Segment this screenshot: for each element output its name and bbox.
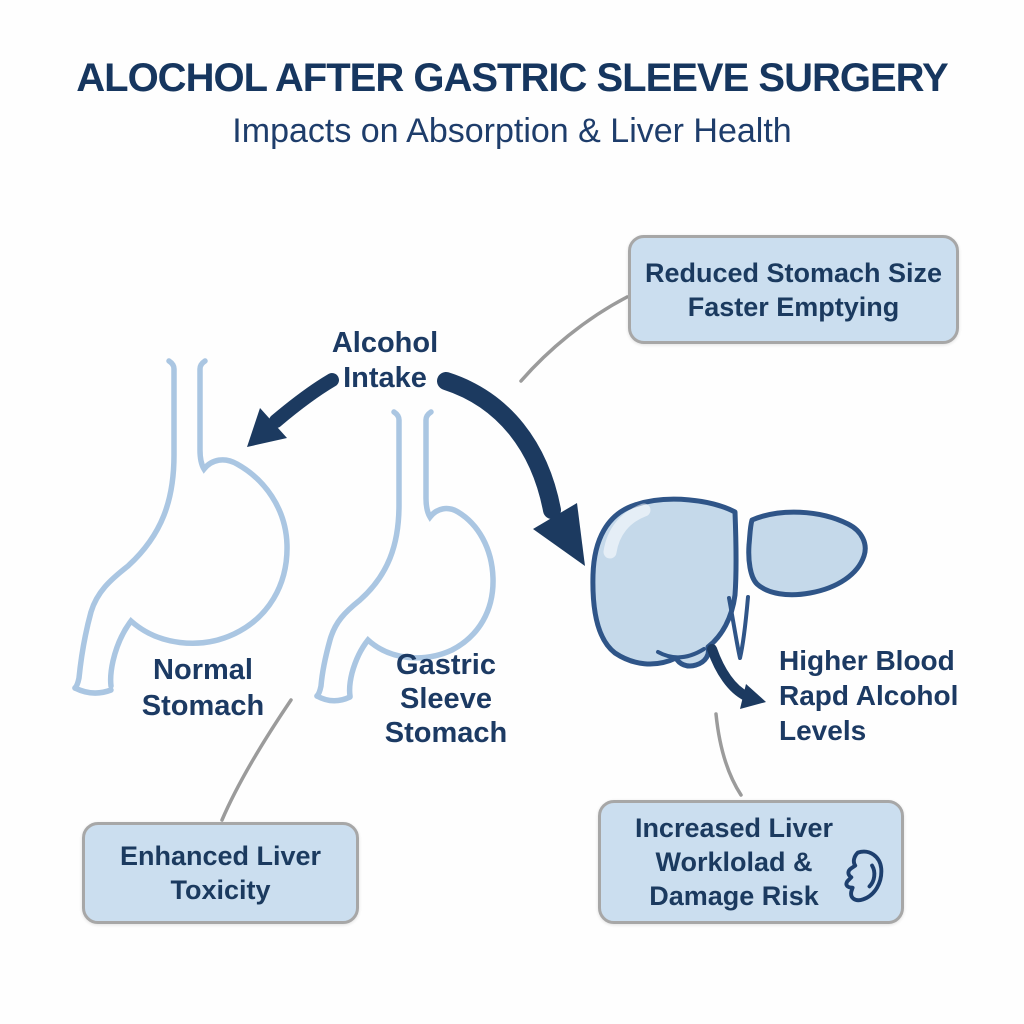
callout-enhanced-toxicity-text: Enhanced Liver Toxicity (119, 841, 322, 905)
normal-stomach-label: Normal Stomach (141, 654, 265, 722)
arrow-to-normal-stomach (269, 373, 339, 428)
connector-to-enhanced-box (220, 698, 293, 822)
liver-right-lobe (746, 509, 868, 598)
higher-blood-levels-label: Higher Blood Rapd Alcohol Levels (779, 645, 959, 746)
sleeve-stomach-illustration (314, 409, 496, 704)
normal-stomach-left-contour (72, 358, 177, 691)
liver-icon-outline (844, 849, 884, 903)
sleeve-stomach-right-contour (346, 409, 496, 699)
liver-icon-inner-line (867, 863, 877, 889)
liver-highlight (603, 503, 651, 559)
liver-vessel (727, 595, 750, 660)
normal-stomach-illustration (72, 358, 290, 696)
normal-stomach-duodenum-cap (72, 685, 114, 696)
alcohol-intake-label: Alcohol Intake (331, 327, 439, 394)
connector-to-increased-box (714, 712, 743, 797)
liver-icon (844, 849, 884, 903)
liver-gallbladder-line (656, 647, 706, 660)
gastric-sleeve-stomach-label: Gastric Sleeve Stomach (384, 649, 508, 749)
arrow-to-liver (437, 372, 561, 519)
arrow-to-normal-stomach-head (247, 408, 287, 447)
page-subtitle: Impacts on Absorption & Liver Health (232, 112, 792, 150)
callout-reduced-stomach-text: Reduced Stomach Size Faster Emptying (644, 257, 943, 322)
callout-increased-liver-text: Increased Liver Worklolad & Damage Risk (634, 813, 834, 911)
arrow-to-liver-head (533, 503, 585, 566)
callout-increased-liver: Increased Liver Worklolad & Damage Risk (598, 800, 904, 924)
connector-lines (220, 295, 743, 822)
normal-stomach-right-contour (107, 358, 290, 689)
flow-arrows (247, 372, 766, 709)
connector-to-reduced-box (519, 295, 629, 383)
page-title: ALOCHOL AFTER GASTRIC SLEEVE SURGERY (76, 56, 948, 100)
sleeve-stomach-duodenum-cap (314, 693, 353, 704)
callout-enhanced-toxicity: Enhanced Liver Toxicity (82, 822, 359, 924)
callout-reduced-stomach: Reduced Stomach Size Faster Emptying (628, 235, 959, 344)
sleeve-stomach-left-contour (314, 409, 402, 699)
liver-illustration (590, 496, 868, 669)
arrow-liver-to-blood (707, 644, 751, 701)
arrow-liver-to-blood-head (740, 684, 766, 709)
